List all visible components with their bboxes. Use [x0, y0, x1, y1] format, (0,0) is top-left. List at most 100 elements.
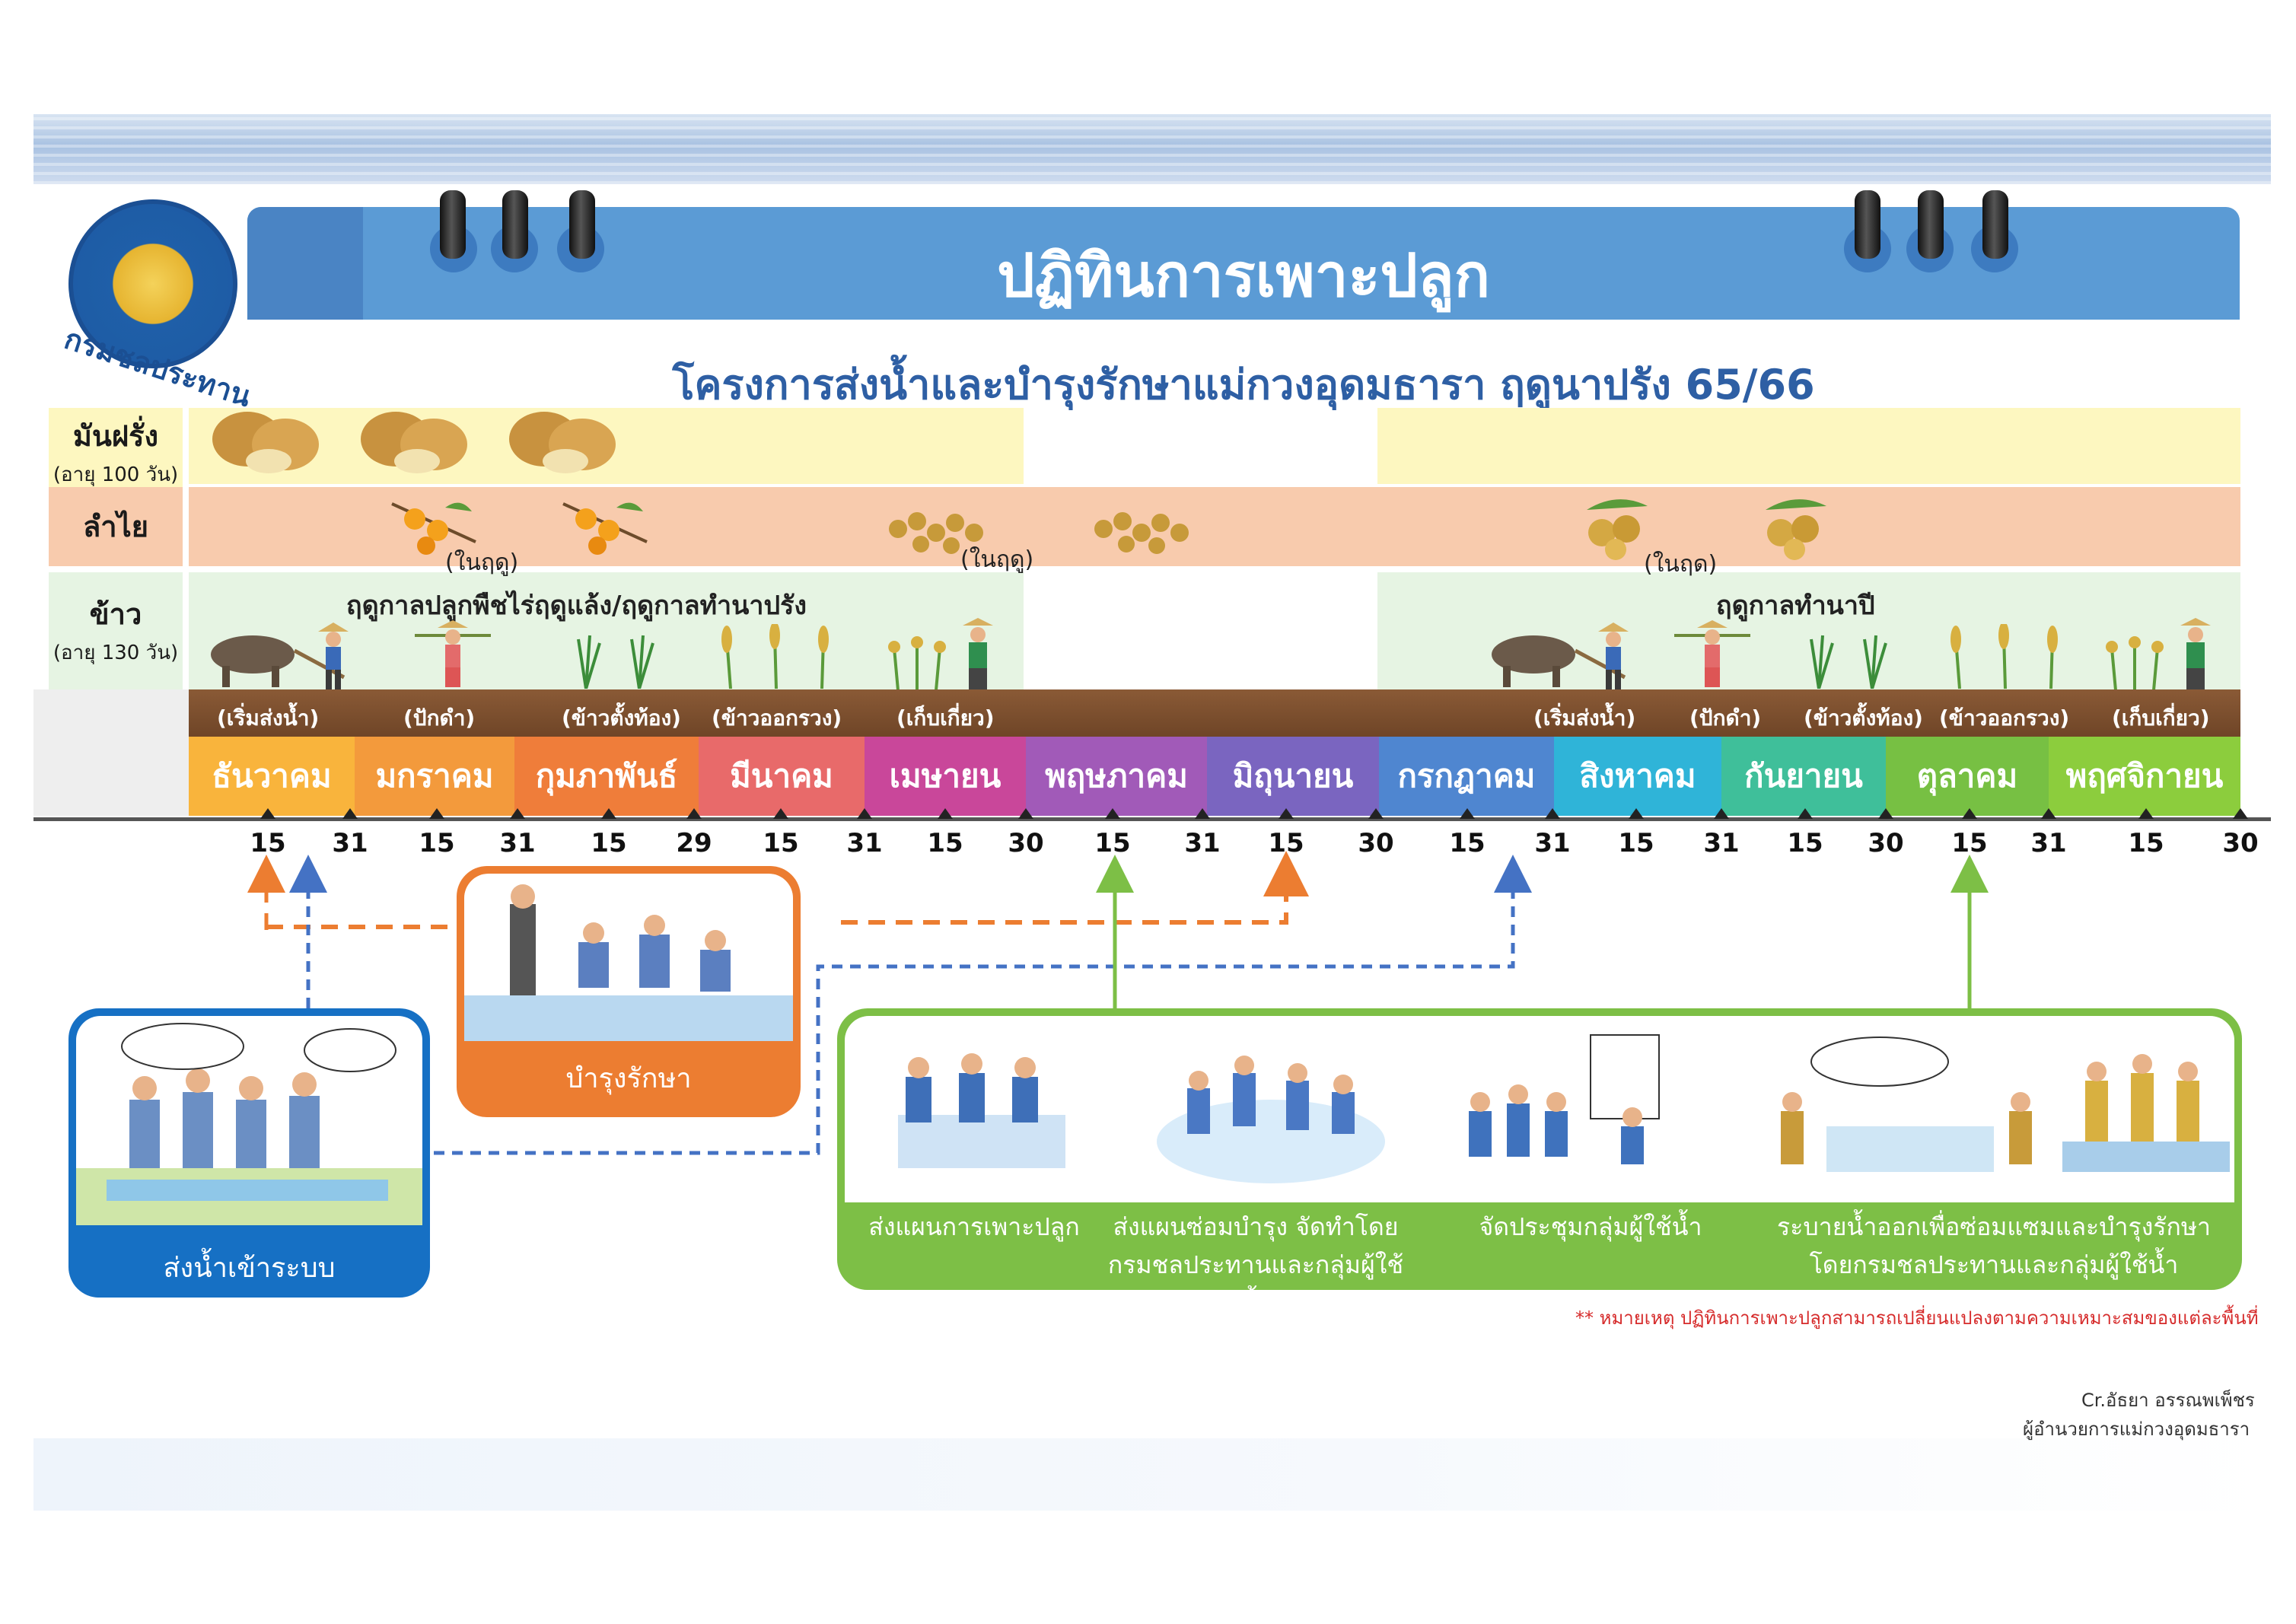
timeline-tick [2041, 808, 2056, 819]
timeline-tick [1878, 808, 1893, 819]
timeline-day-label: 15 [2128, 828, 2164, 858]
villagers-illustration [76, 1016, 422, 1225]
timeline-tick [1018, 808, 1033, 819]
timeline-day-label: 30 [1358, 828, 1394, 858]
month-cell: ตุลาคม [1886, 737, 2049, 816]
month-cell: สิงหาคม [1554, 737, 1721, 816]
timeline-day-label: 15 [591, 828, 627, 858]
timeline-tick [1195, 808, 1210, 819]
timeline-tick [510, 808, 525, 819]
timeline-day-label: 31 [499, 828, 536, 858]
repair-plan-caption-1: ส่งแผนซ่อมบำรุง จัดทำโดย [1113, 1212, 1399, 1241]
stage-label: (ปักดำ) [1689, 705, 1762, 731]
page-subtitle: โครงการส่งน้ำและบำรุงรักษาแม่กวงอุดมธารา… [672, 361, 1815, 409]
timeline-tick [1460, 808, 1475, 819]
binder-ring-icon [502, 190, 528, 259]
maintenance-caption: บำรุงรักษา [565, 1063, 692, 1094]
timeline-day-label: 30 [1868, 828, 1904, 858]
farmer-icon [1598, 623, 1629, 689]
stage-label: (เริ่มส่งน้ำ) [217, 705, 320, 731]
remark-note: ** หมายเหตุ ปฏิทินการเพาะปลูกสามารถเปลี่… [1575, 1307, 2259, 1329]
timeline-tick [773, 808, 788, 819]
timeline-tick [1279, 808, 1294, 819]
longan-flower-icon [562, 502, 648, 555]
stage-label: (ข้าวออกรวง) [1939, 705, 2070, 731]
repair-plan-caption-2: กรมชลประทานและกลุ่มผู้ใช้น้ำ [1107, 1250, 1404, 1290]
timeline-day-label: 29 [676, 828, 712, 858]
harvest-icon [888, 618, 993, 690]
binder-ring-icon [440, 190, 466, 259]
planting-plan-caption: ส่งแผนการเพาะปลูก [868, 1212, 1080, 1241]
timeline-tick [938, 808, 953, 819]
stage-label: (เก็บเกี่ยว) [896, 705, 995, 731]
timeline-tick [857, 808, 872, 819]
timeline-day-label: 15 [1094, 828, 1131, 858]
rice-season-wet: ฤดูกาลทำนาปี [1716, 591, 1875, 621]
farmer-transplant-icon [1674, 620, 1750, 687]
harvest-icon [2106, 618, 2211, 690]
potato-icon [212, 412, 319, 473]
stage-label: (ข้าวตั้งท้อง) [562, 705, 681, 731]
farmer-transplant-icon [415, 620, 491, 687]
stage-label: (เริ่มส่งน้ำ) [1533, 705, 1636, 731]
stage-label: (เก็บเกี่ยว) [2112, 705, 2210, 731]
timeline-day-label: 31 [1703, 828, 1740, 858]
longan-icon [1587, 499, 1648, 560]
rice-plant-icon [1810, 635, 1887, 689]
timeline-tick [2138, 808, 2154, 819]
timeline-day-label: 31 [2030, 828, 2067, 858]
binder-ring-icon [1982, 190, 2008, 259]
top-decor-band [33, 114, 2271, 184]
stage-label: (ข้าวตั้งท้อง) [1804, 705, 1923, 731]
label-column-filler [33, 689, 189, 816]
month-cell: กุมภาพันธ์ [514, 737, 699, 816]
buffalo-plough-icon [1492, 635, 1626, 687]
timeline-tick [601, 808, 616, 819]
rice-ear-icon [1950, 624, 2058, 689]
title-bar-tab [247, 207, 363, 320]
farmer-icon [318, 623, 349, 689]
timeline-axis [33, 817, 2271, 821]
royal-irrigation-logo-icon [68, 199, 237, 368]
potato-icon [509, 412, 616, 473]
timeline-day-label: 31 [332, 828, 368, 858]
timeline-day-label: 31 [1534, 828, 1571, 858]
longan-icon [889, 512, 983, 554]
timeline-day-label: 31 [846, 828, 883, 858]
timeline-tick [260, 808, 275, 819]
rice-plant-icon [577, 635, 654, 689]
month-cell: เมษายน [865, 737, 1026, 816]
timeline-day-label: 15 [927, 828, 963, 858]
timeline-tick [342, 808, 358, 819]
longan-icon [1766, 499, 1826, 560]
workers-illustration [464, 874, 793, 1041]
water-supply-caption: ส่งน้ำเข้าระบบ [163, 1253, 336, 1284]
timeline-day-label: 15 [1449, 828, 1486, 858]
binder-ring-icon [1918, 190, 1944, 259]
timeline-tick [429, 808, 444, 819]
timeline-day-label: 31 [1184, 828, 1221, 858]
credit-title: ผู้อำนวยการแม่กวงอุดมธารา [2023, 1419, 2250, 1440]
longan-season-note: (ในฤดู) [445, 549, 519, 576]
timeline-tick [1545, 808, 1560, 819]
maintenance-box: บำรุงรักษา [457, 866, 801, 1117]
longan-flower-icon [391, 502, 476, 555]
month-cell: ธันวาคม [189, 737, 355, 816]
month-cell: กันยายน [1721, 737, 1886, 816]
timeline-day-label: 30 [2222, 828, 2259, 858]
row-label-potato: มันฝรั่ง(อายุ 100 วัน) [49, 408, 183, 489]
timeline-day-label: 15 [763, 828, 799, 858]
rice-ear-icon [721, 624, 829, 689]
timeline-day-label: 15 [1787, 828, 1823, 858]
potato-band-wet [1377, 408, 2240, 484]
planning-box: ส่งแผนการเพาะปลูก ส่งแผนซ่อมบำรุง จัดทำโ… [837, 1008, 2242, 1290]
water-supply-box: ส่งน้ำเข้าระบบ [68, 1008, 430, 1298]
timeline-day-label: 15 [1951, 828, 1988, 858]
timeline-tick [1105, 808, 1120, 819]
row-label-rice: ข้าว(อายุ 130 วัน) [49, 572, 183, 705]
rice-season-dry: ฤดูกาลปลูกพืชไร่ฤดูแล้ง/ฤดูกาลทำนาปรัง [346, 591, 807, 621]
credit-name: Cr.อัธยา อรรณพเพ็ชร [2081, 1390, 2255, 1411]
longan-season-note: (ในฤดู) [960, 546, 1034, 573]
timeline-day-label: 15 [419, 828, 455, 858]
